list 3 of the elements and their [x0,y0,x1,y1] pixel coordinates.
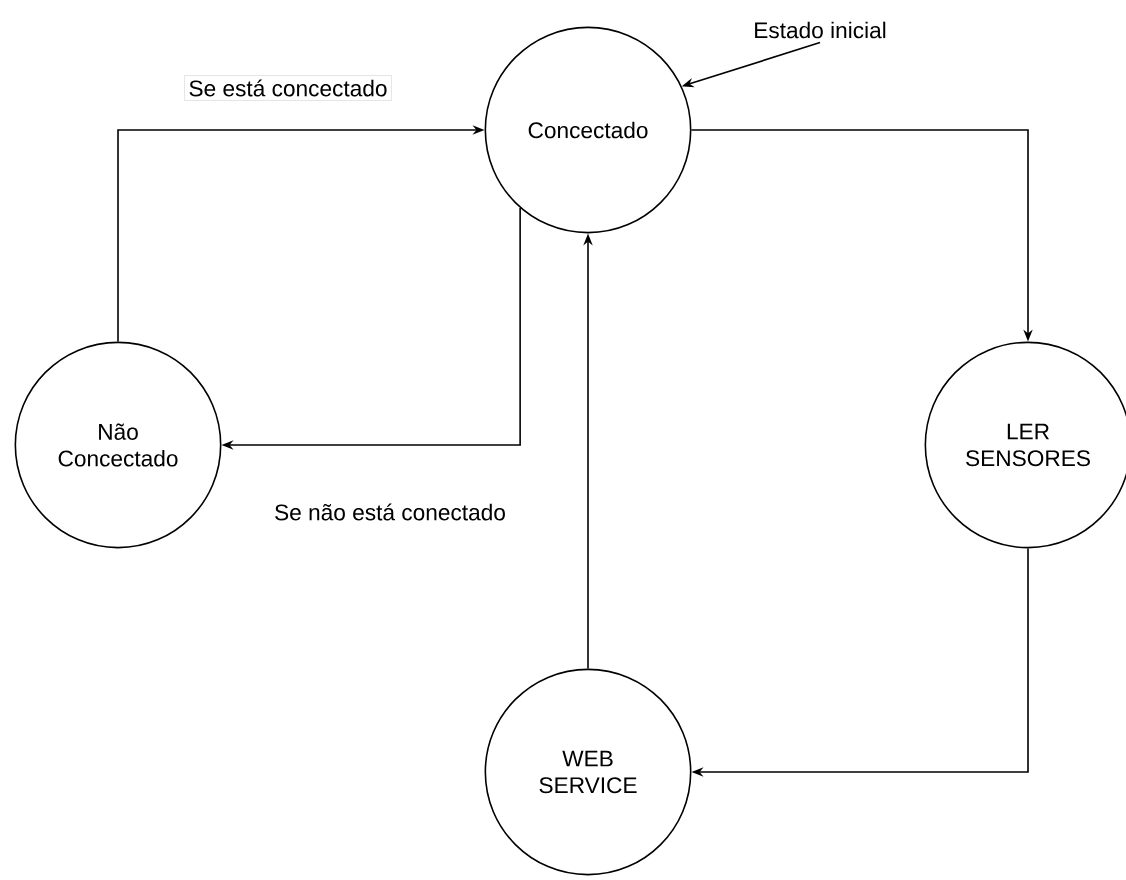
state-label: Estado inicial [755,21,886,39]
edge-label: Se não está conectado [270,499,510,525]
edge-label: Se está concectado [184,75,392,101]
